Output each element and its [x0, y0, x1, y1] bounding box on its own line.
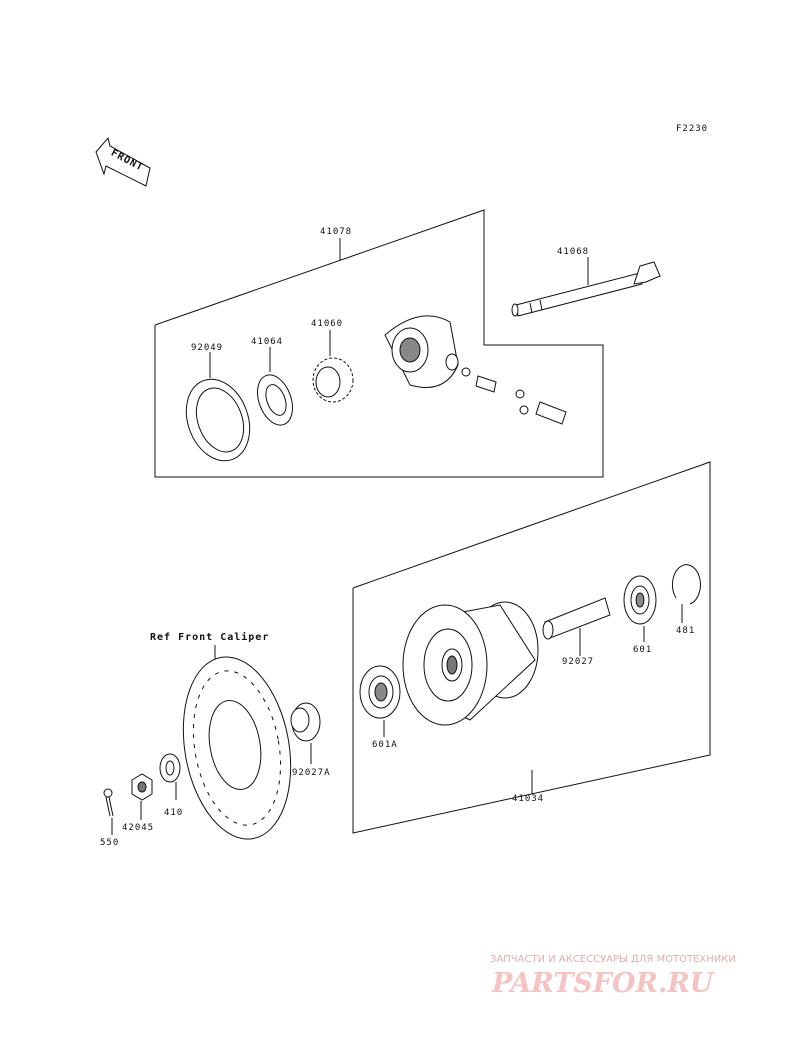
- washer-410: [159, 753, 181, 783]
- part-label-92027: 92027: [562, 657, 594, 667]
- circlip-481: [671, 564, 701, 605]
- oil-seal-92049: [185, 378, 251, 462]
- reference-note: Ref Front Caliper: [150, 631, 269, 643]
- assembly-box-41078: [154, 209, 604, 478]
- part-label-41034: 41034: [512, 794, 544, 804]
- spacer-92027A: [290, 702, 321, 742]
- part-label-41064: 41064: [251, 337, 283, 347]
- watermark-tagline: ЗАПЧАСТИ И АКСЕССУАРЫ ДЛЯ МОТОТЕХНИКИ: [490, 954, 736, 965]
- gear-pinion: [445, 353, 567, 425]
- bearing-601A: [359, 665, 401, 719]
- part-label-41060: 41060: [311, 319, 343, 329]
- part-label-601: 601: [633, 645, 652, 655]
- part-label-41068: 41068: [557, 247, 589, 257]
- gearbox-housing: [384, 315, 459, 388]
- part-label-92027A: 92027A: [292, 768, 331, 778]
- part-label-601A: 601A: [372, 740, 398, 750]
- drive-gear-41060: [312, 357, 354, 403]
- cotter-pin-550: [103, 788, 114, 817]
- part-label-41078: 41078: [320, 227, 352, 237]
- spacer-92027: [542, 597, 611, 640]
- bearing-601: [623, 575, 657, 625]
- assembly-box-41034: [352, 461, 711, 834]
- part-label-410: 410: [164, 808, 183, 818]
- part-label-550: 550: [100, 838, 119, 848]
- front-arrow-icon: FRONT: [95, 136, 151, 187]
- part-label-92049: 92049: [191, 343, 223, 353]
- watermark-logo: PARTSFOR.RU: [491, 968, 715, 999]
- axle-shaft: [511, 261, 661, 317]
- part-label-42045: 42045: [122, 823, 154, 833]
- figure-code: F2230: [676, 124, 708, 134]
- brake-disc: [182, 656, 292, 840]
- part-label-481: 481: [676, 626, 695, 636]
- axle-nut-42045: [131, 773, 153, 801]
- washer-41064: [257, 374, 293, 426]
- wheel-hub: [402, 601, 539, 726]
